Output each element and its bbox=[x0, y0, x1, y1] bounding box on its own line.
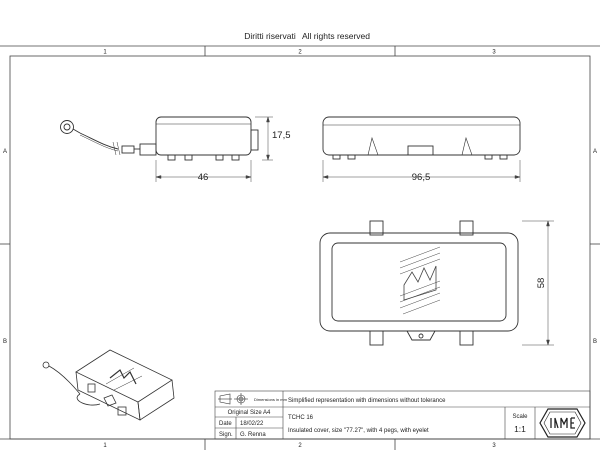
dimension-length-96-5: 96,5 bbox=[412, 172, 431, 183]
part-description: Insulated cover, size "77.27", with 4 pe… bbox=[288, 428, 429, 434]
front-view bbox=[322, 116, 521, 160]
zone-row-a-left: A bbox=[3, 149, 7, 155]
zone-row-b-right: B bbox=[593, 339, 597, 345]
zone-col-2-bottom: 2 bbox=[298, 443, 302, 449]
dimension-width-58: 58 bbox=[536, 278, 547, 289]
front-view-dimension-lines bbox=[322, 160, 521, 182]
part-code: TCHC 16 bbox=[288, 415, 314, 421]
scale-value: 1:1 bbox=[514, 424, 526, 434]
sign-value: G. Renna bbox=[240, 432, 266, 438]
top-view-logo-hatching bbox=[399, 246, 441, 315]
zone-row-a-right: A bbox=[593, 149, 597, 155]
sign-label: Sign. bbox=[219, 432, 233, 438]
zone-col-3-bottom: 3 bbox=[492, 443, 496, 449]
zone-col-1-bottom: 1 bbox=[103, 443, 107, 449]
ilme-logo bbox=[539, 408, 586, 438]
zone-col-1-top: 1 bbox=[103, 50, 107, 56]
original-size-label: Original Size A4 bbox=[228, 410, 271, 416]
date-label: Date bbox=[219, 421, 232, 427]
projection-symbol-icon bbox=[218, 393, 248, 405]
zone-col-3-top: 3 bbox=[492, 50, 496, 56]
top-view bbox=[319, 220, 519, 346]
side-view bbox=[60, 116, 259, 161]
scale-label: Scale bbox=[512, 414, 528, 420]
isometric-view bbox=[42, 349, 175, 421]
dimension-length-46: 46 bbox=[198, 172, 209, 183]
sheet-frame bbox=[0, 45, 600, 450]
title-block-note: Simplified representation with dimension… bbox=[288, 398, 446, 404]
rights-reserved-english: All rights reserved bbox=[302, 31, 370, 41]
title-block-grid bbox=[214, 390, 591, 440]
rights-reserved-italian: Diritti riservati bbox=[244, 31, 296, 41]
date-value: 18/02/22 bbox=[240, 421, 264, 427]
dimension-height-17-5: 17,5 bbox=[272, 130, 291, 141]
zone-row-b-left: B bbox=[3, 339, 7, 345]
dimensions-in-mm-note: Dimensions in mm bbox=[254, 397, 288, 402]
top-view-dimension-lines bbox=[522, 220, 554, 346]
zone-col-2-top: 2 bbox=[298, 50, 302, 56]
side-view-dimension-lines bbox=[155, 116, 273, 182]
